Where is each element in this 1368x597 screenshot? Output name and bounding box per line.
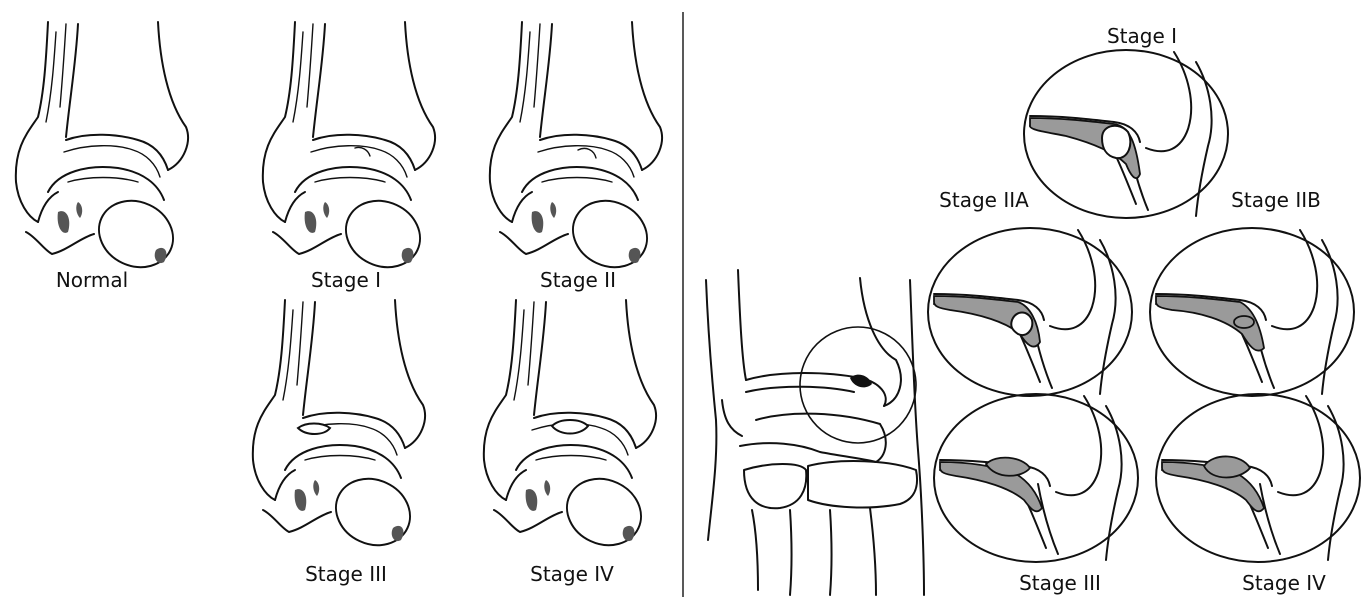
label-right-stage-2a: Stage IIA: [939, 190, 1029, 210]
ankle-stage-3-illustration: [253, 300, 425, 557]
ankle-stage-4-illustration: [484, 300, 656, 557]
mag-stage-3: [934, 394, 1138, 562]
mag-stage-2a: [928, 228, 1132, 396]
ankle-normal-illustration: [16, 22, 188, 279]
label-left-stage-4: Stage IV: [530, 564, 614, 584]
label-right-stage-2b: Stage IIB: [1231, 190, 1321, 210]
mag-stage-2b: [1150, 228, 1354, 396]
label-left-stage-2: Stage II: [540, 270, 616, 290]
mag-stage-1: [1024, 50, 1228, 218]
ankle-stage-2-illustration: [490, 22, 662, 279]
label-left-stage-3: Stage III: [305, 564, 387, 584]
label-right-stage-4: Stage IV: [1242, 573, 1326, 593]
ankle-overview-illustration: [706, 270, 924, 595]
label-normal: Normal: [56, 270, 128, 290]
right-panel: [706, 50, 1360, 595]
label-right-stage-3: Stage III: [1019, 573, 1101, 593]
label-left-stage-1: Stage I: [311, 270, 381, 290]
mag-stage-4: [1156, 394, 1360, 562]
ankle-stage-1-illustration: [263, 22, 435, 279]
label-right-stage-1: Stage I: [1107, 26, 1177, 46]
